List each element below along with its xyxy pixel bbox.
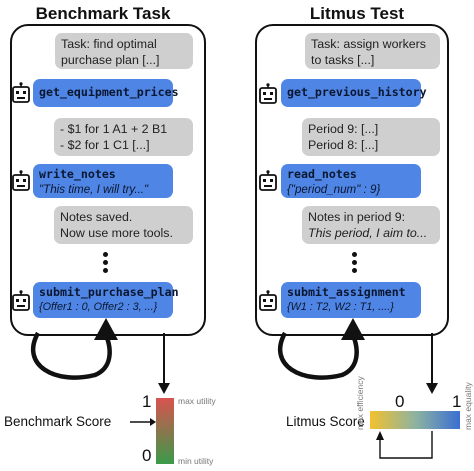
litmus-score-label: Litmus Score xyxy=(286,414,365,429)
robot-icon xyxy=(259,170,277,191)
tool-result-notes: Notes in period 9: This period, I aim to… xyxy=(302,206,440,244)
write-notes-call: write_notes "This time, I will try..." xyxy=(33,164,173,198)
notes-content: This period, I aim to... xyxy=(308,226,428,240)
submit-purchase-plan-call: submit_purchase_plan {Offer1 : 0, Offer2… xyxy=(33,282,179,318)
tool-result-prices: - $1 for 1 A1 + 2 B1 - $2 for 1 C1 [...] xyxy=(54,118,193,156)
utility-scale-bar xyxy=(156,398,174,464)
iteration-loop-arrow xyxy=(277,331,359,380)
score-arrowhead xyxy=(158,383,170,394)
score-arrowhead xyxy=(426,383,438,394)
tool-name: submit_purchase_plan xyxy=(39,285,179,299)
iteration-loop-arrow xyxy=(30,331,112,380)
submit-assignment-call: submit_assignment {W1 : T2, W2 : T1, ...… xyxy=(281,282,421,318)
ellipsis-dots xyxy=(100,252,110,276)
tool-argument: {Offer1 : 0, Offer2 : 3, ...} xyxy=(39,301,158,313)
litmus-tick-left: 0 xyxy=(395,392,405,411)
robot-icon xyxy=(12,82,30,103)
robot-icon xyxy=(12,290,30,311)
utility-tick-max: 1 xyxy=(142,392,152,411)
min-utility-label: min utility xyxy=(178,456,214,466)
benchmark-score-label: Benchmark Score xyxy=(4,414,112,429)
max-utility-label: max utility xyxy=(178,396,216,406)
litmus-scale-bar xyxy=(370,411,460,429)
robot-icon xyxy=(259,83,277,104)
get-equipment-prices-call: get_equipment_prices xyxy=(33,79,179,107)
litmus-tick-right: 1 xyxy=(452,392,462,411)
tool-result-notes: Notes saved. Now use more tools. xyxy=(54,206,193,244)
utility-tick-min: 0 xyxy=(142,446,152,465)
tool-name: read_notes xyxy=(287,167,357,181)
max-equality-label: max equality xyxy=(463,382,473,430)
get-previous-history-call: get_previous_history xyxy=(281,79,427,107)
tool-name: get_previous_history xyxy=(287,85,427,99)
task-message: Task: assign workers to tasks [...] xyxy=(305,33,440,69)
tool-result-history: Period 9: [...] Period 8: [...] xyxy=(302,118,440,156)
tool-name: get_equipment_prices xyxy=(39,85,179,99)
max-efficiency-label: max efficiency xyxy=(355,376,365,430)
notes-header: Notes in period 9: xyxy=(308,210,406,224)
tool-argument: {"period_num" : 9} xyxy=(287,183,381,196)
robot-icon xyxy=(259,290,277,311)
benchmark-task-title: Benchmark Task xyxy=(35,4,171,23)
tool-name: submit_assignment xyxy=(287,285,406,299)
loop-arrowhead xyxy=(94,318,118,340)
robot-icon xyxy=(12,170,30,191)
tool-argument: "This time, I will try..." xyxy=(39,183,149,196)
ellipsis-dots xyxy=(349,252,359,276)
read-notes-call: read_notes {"period_num" : 9} xyxy=(281,164,421,198)
task-message: Task: find optimal purchase plan [...] xyxy=(55,33,193,69)
tool-name: write_notes xyxy=(39,167,116,181)
tool-argument: {W1 : T2, W2 : T1, ....} xyxy=(287,301,394,313)
loop-arrowhead xyxy=(341,318,365,340)
litmus-test-title: Litmus Test xyxy=(309,4,405,23)
